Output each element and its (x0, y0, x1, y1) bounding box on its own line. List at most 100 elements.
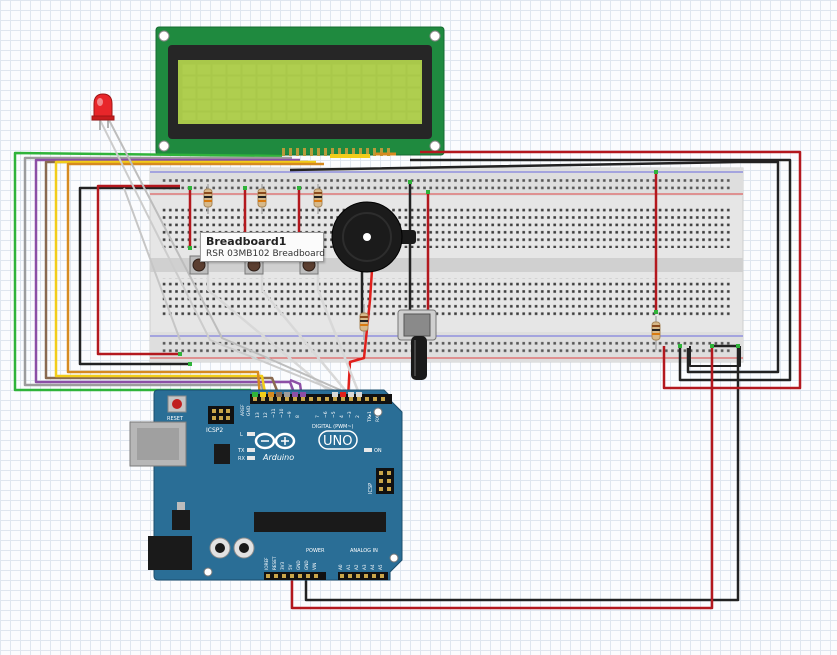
mounting-hole (158, 30, 170, 42)
power-jack (148, 536, 192, 570)
board-hole (389, 553, 399, 563)
analog-label: ANALOG IN (350, 548, 378, 554)
terminal-strip-bottom (162, 278, 732, 318)
wire-orange[interactable] (66, 162, 324, 399)
svg-text:~10: ~10 (279, 408, 285, 418)
analog-header (338, 572, 388, 580)
arduino-logo-icon (254, 432, 296, 450)
mounting-hole (429, 30, 441, 42)
resistor[interactable] (313, 184, 323, 214)
power-rail-top (162, 176, 732, 190)
mounting-hole (429, 140, 441, 152)
led-rx-icon (247, 456, 255, 460)
svg-text:A4: A4 (370, 564, 375, 570)
header-wire-ends (252, 392, 362, 397)
svg-text:3V3: 3V3 (280, 561, 285, 570)
svg-text:~11: ~11 (271, 408, 277, 418)
svg-text:RESET: RESET (272, 556, 277, 570)
uno-badge (318, 430, 358, 450)
resistor[interactable] (359, 304, 369, 340)
board-hole (203, 567, 213, 577)
wire-purple-1[interactable] (34, 158, 300, 399)
power-header (264, 572, 326, 580)
resistor[interactable] (203, 184, 213, 214)
power-rail-bottom (162, 340, 732, 354)
tooltip-title: Breadboard1 (206, 235, 287, 248)
red-led[interactable] (91, 93, 115, 130)
led-l-label: L (240, 432, 243, 438)
arduino-uno-board[interactable]: RESET ICSP2 AREF GND 1 (129, 389, 403, 581)
led-tx-icon (247, 448, 255, 452)
atmega-chip (254, 512, 386, 532)
breadboard[interactable] (149, 167, 744, 363)
power-label: POWER (306, 548, 325, 554)
icsp2-header (208, 406, 234, 424)
analog-pin-labels: A0 A1 A2 A3 A4 A5 (338, 564, 383, 570)
wire-white-button1[interactable] (206, 268, 336, 397)
wire-black-arduino-gnd[interactable] (304, 344, 740, 602)
bottom-header-pins (266, 574, 384, 578)
potentiometer[interactable] (397, 309, 437, 380)
digital-pin-labels: 13 12 ~11 ~10 ~9 8 7 ~6 ~5 4 ~3 2 TX▸1 R… (255, 408, 381, 423)
svg-text:4: 4 (339, 415, 345, 418)
svg-text:2: 2 (355, 415, 361, 418)
svg-text:5V: 5V (288, 564, 293, 570)
svg-text:TX▸1: TX▸1 (367, 411, 373, 423)
aref-label: AREF (240, 404, 246, 416)
reset-label: RESET (167, 416, 184, 422)
breadboard-tooltip: Breadboard1 RSR 03MB102 Breadboard (200, 232, 325, 262)
wire-black-bb-right[interactable] (289, 160, 780, 374)
reset-button-cap[interactable] (172, 399, 182, 409)
digital-header-pins (253, 397, 385, 401)
svg-text:~3: ~3 (347, 411, 353, 418)
wire-white-led[interactable] (99, 119, 349, 397)
wire-yellow[interactable] (54, 160, 316, 399)
digital-label: DIGITAL (PWM~) (312, 424, 354, 430)
led-on-label: ON (374, 448, 382, 454)
svg-text:VIN: VIN (312, 563, 317, 570)
wire-red-buzzer[interactable] (346, 269, 374, 399)
svg-text:GND: GND (304, 560, 309, 570)
resistor[interactable] (257, 184, 267, 214)
led-rx-label: RX (238, 456, 245, 462)
gnd-label: GND (246, 405, 252, 416)
led-on-icon (364, 448, 372, 452)
led-tx-label: TX (237, 448, 245, 454)
wires (13, 117, 802, 610)
wire-gray[interactable] (23, 156, 292, 399)
svg-text:12: 12 (263, 412, 269, 418)
icsp-label: ICSP (368, 483, 374, 494)
svg-text:A2: A2 (354, 564, 359, 570)
wire-white-button3[interactable] (316, 268, 362, 397)
wire-white-led-2[interactable] (107, 117, 355, 397)
wire-white-button2[interactable] (260, 268, 351, 397)
regulator-chip (172, 510, 190, 530)
lcd-display[interactable] (155, 26, 445, 156)
mounting-hole (158, 140, 170, 152)
svg-text:~5: ~5 (331, 411, 337, 418)
tooltip-subtitle: RSR 03MB102 Breadboard (206, 249, 325, 259)
svg-text:A1: A1 (346, 564, 351, 570)
svg-text:7: 7 (315, 415, 321, 418)
led-l-icon (247, 432, 255, 436)
svg-text:GND: GND (296, 560, 301, 570)
icsp2-label: ICSP2 (206, 427, 223, 434)
wire-black-lcd-right[interactable] (410, 158, 792, 382)
piezo-buzzer[interactable] (331, 201, 416, 273)
wire-red-5v-left[interactable] (96, 184, 180, 356)
wire-red-lcd[interactable] (420, 150, 802, 390)
icsp-header (376, 468, 394, 494)
svg-text:~9: ~9 (287, 411, 293, 418)
wire-red-arduino-5v[interactable] (290, 346, 714, 610)
wire-white-diag (123, 187, 181, 341)
brand-label: Arduino (262, 453, 294, 462)
uno-label: UNO (323, 434, 352, 449)
svg-text:IOREF: IOREF (264, 557, 269, 570)
resistor[interactable] (651, 316, 661, 350)
svg-text:A0: A0 (338, 564, 343, 570)
power-pin-labels: IOREF RESET 3V3 5V GND GND VIN (264, 556, 317, 570)
svg-text:13: 13 (255, 412, 261, 418)
wire-black-rail-short[interactable] (689, 346, 741, 367)
wire-black-gnd-left[interactable] (78, 186, 190, 366)
